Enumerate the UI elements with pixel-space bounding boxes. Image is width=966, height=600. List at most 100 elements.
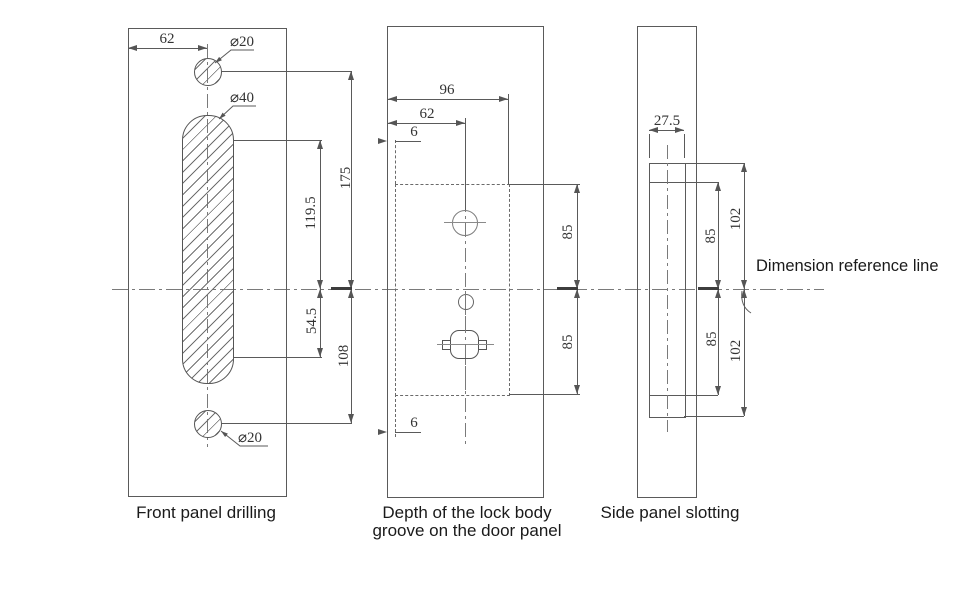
dim-line-102-lower <box>744 289 745 416</box>
dim-text-62: 62 <box>419 106 435 122</box>
arrow-right <box>198 45 207 51</box>
arrow-down <box>348 414 354 423</box>
centerline-tick <box>557 287 578 290</box>
arrow-up <box>741 289 747 298</box>
dim-line-96 <box>388 99 508 100</box>
ext-line <box>509 394 580 395</box>
dim-text-85-upper: 85 <box>703 228 719 244</box>
dim-line-27-5 <box>649 130 684 131</box>
groove-edge-ext-bottom <box>395 394 396 437</box>
arrow-down <box>741 280 747 289</box>
dim-line-6-top <box>395 141 421 142</box>
dim-line-54-5 <box>320 289 321 357</box>
dim-text-85-upper: 85 <box>560 224 576 240</box>
arrow-up <box>574 289 580 298</box>
spindle-hole-crosshair <box>444 222 486 223</box>
dim-line-85-upper <box>718 182 719 289</box>
ext-line <box>508 94 509 184</box>
door-panel-caption-line2: groove on the door panel <box>372 521 562 540</box>
ext-line <box>221 423 352 424</box>
arrow-down <box>715 280 721 289</box>
top-drill-hole <box>194 58 222 86</box>
door-panel-caption-line1: Depth of the lock body <box>382 503 552 522</box>
arrow-down <box>741 407 747 416</box>
ext-line <box>221 71 352 72</box>
dim-text-27-5: 27.5 <box>653 113 681 129</box>
slot-inner-line-lower <box>649 395 718 396</box>
arrow-left <box>128 45 137 51</box>
ext-line <box>509 184 580 185</box>
ext-line <box>465 118 466 210</box>
arrow-down <box>574 385 580 394</box>
arrow-down <box>317 280 323 289</box>
dia-label-slot: ⌀40 <box>229 90 255 106</box>
arrow-right <box>456 120 465 126</box>
dim-line-6-bottom <box>395 432 421 433</box>
arrow-down <box>715 386 721 395</box>
arrow-up <box>317 289 323 298</box>
ext-line <box>684 416 744 417</box>
arrow-right <box>675 127 684 133</box>
front-panel-caption: Front panel drilling <box>136 503 276 522</box>
dim-text-62: 62 <box>159 31 175 47</box>
arrow-left <box>388 120 397 126</box>
handle-slot <box>182 115 234 384</box>
ext-line <box>233 140 322 141</box>
slot-vertical-centerline <box>667 145 668 432</box>
arrow-left <box>649 127 658 133</box>
lock-body-groove-hidden-outline <box>395 184 510 396</box>
arrow-up <box>715 289 721 298</box>
arrow-left <box>388 96 397 102</box>
arrow-down <box>348 280 354 289</box>
arrow-up <box>574 184 580 193</box>
dim-text-102-upper: 102 <box>728 207 744 231</box>
dim-line-102-upper <box>744 163 745 289</box>
dia-label-top-hole: ⌀20 <box>229 34 255 50</box>
groove-edge-ext-top <box>395 140 396 184</box>
bottom-drill-hole <box>194 410 222 438</box>
slot-inner-line-upper <box>649 182 718 183</box>
front-panel-outline <box>128 28 287 497</box>
lock-holes-vertical-centerline <box>465 123 466 445</box>
dim-line-175 <box>351 71 352 289</box>
horizontal-center-reference-line <box>112 289 824 290</box>
dim-text-6-top: 6 <box>410 124 418 140</box>
dim-text-96: 96 <box>439 82 455 98</box>
ext-line <box>233 357 322 358</box>
ext-line <box>684 163 744 164</box>
centerline-tick <box>331 287 352 290</box>
arrow-up <box>348 71 354 80</box>
ext-line <box>649 134 650 158</box>
dim-line-119-5 <box>320 140 321 289</box>
arrow-up <box>317 140 323 149</box>
arrow-right <box>378 138 387 144</box>
arrow-up <box>715 182 721 191</box>
side-panel-caption: Side panel slotting <box>600 503 740 522</box>
dim-text-54-5: 54.5 <box>304 307 320 335</box>
dim-text-102-lower: 102 <box>728 339 744 363</box>
dim-text-119-5: 119.5 <box>303 196 319 230</box>
centerline-tick <box>698 287 719 290</box>
door-panel-outline <box>387 26 544 498</box>
dim-text-108: 108 <box>336 344 352 368</box>
spindle-hole <box>452 210 478 236</box>
small-fixing-hole <box>458 294 474 310</box>
dim-text-85-lower: 85 <box>704 331 720 347</box>
dimension-reference-line-label: Dimension reference line <box>756 257 939 275</box>
arrow-down <box>574 280 580 289</box>
dim-text-85-lower: 85 <box>560 334 576 350</box>
arrow-right <box>499 96 508 102</box>
dim-line-85-lower <box>718 289 719 395</box>
dim-line-62 <box>388 123 465 124</box>
dim-text-175: 175 <box>338 166 354 190</box>
dim-line-62 <box>128 48 207 49</box>
side-panel-outline <box>637 26 697 498</box>
ext-line <box>684 134 685 158</box>
arrow-up <box>741 163 747 172</box>
dim-line-108 <box>351 289 352 423</box>
arrow-down <box>317 348 323 357</box>
arrow-up <box>348 289 354 298</box>
dim-line-85-lower <box>577 289 578 394</box>
dim-line-85-upper <box>577 184 578 289</box>
